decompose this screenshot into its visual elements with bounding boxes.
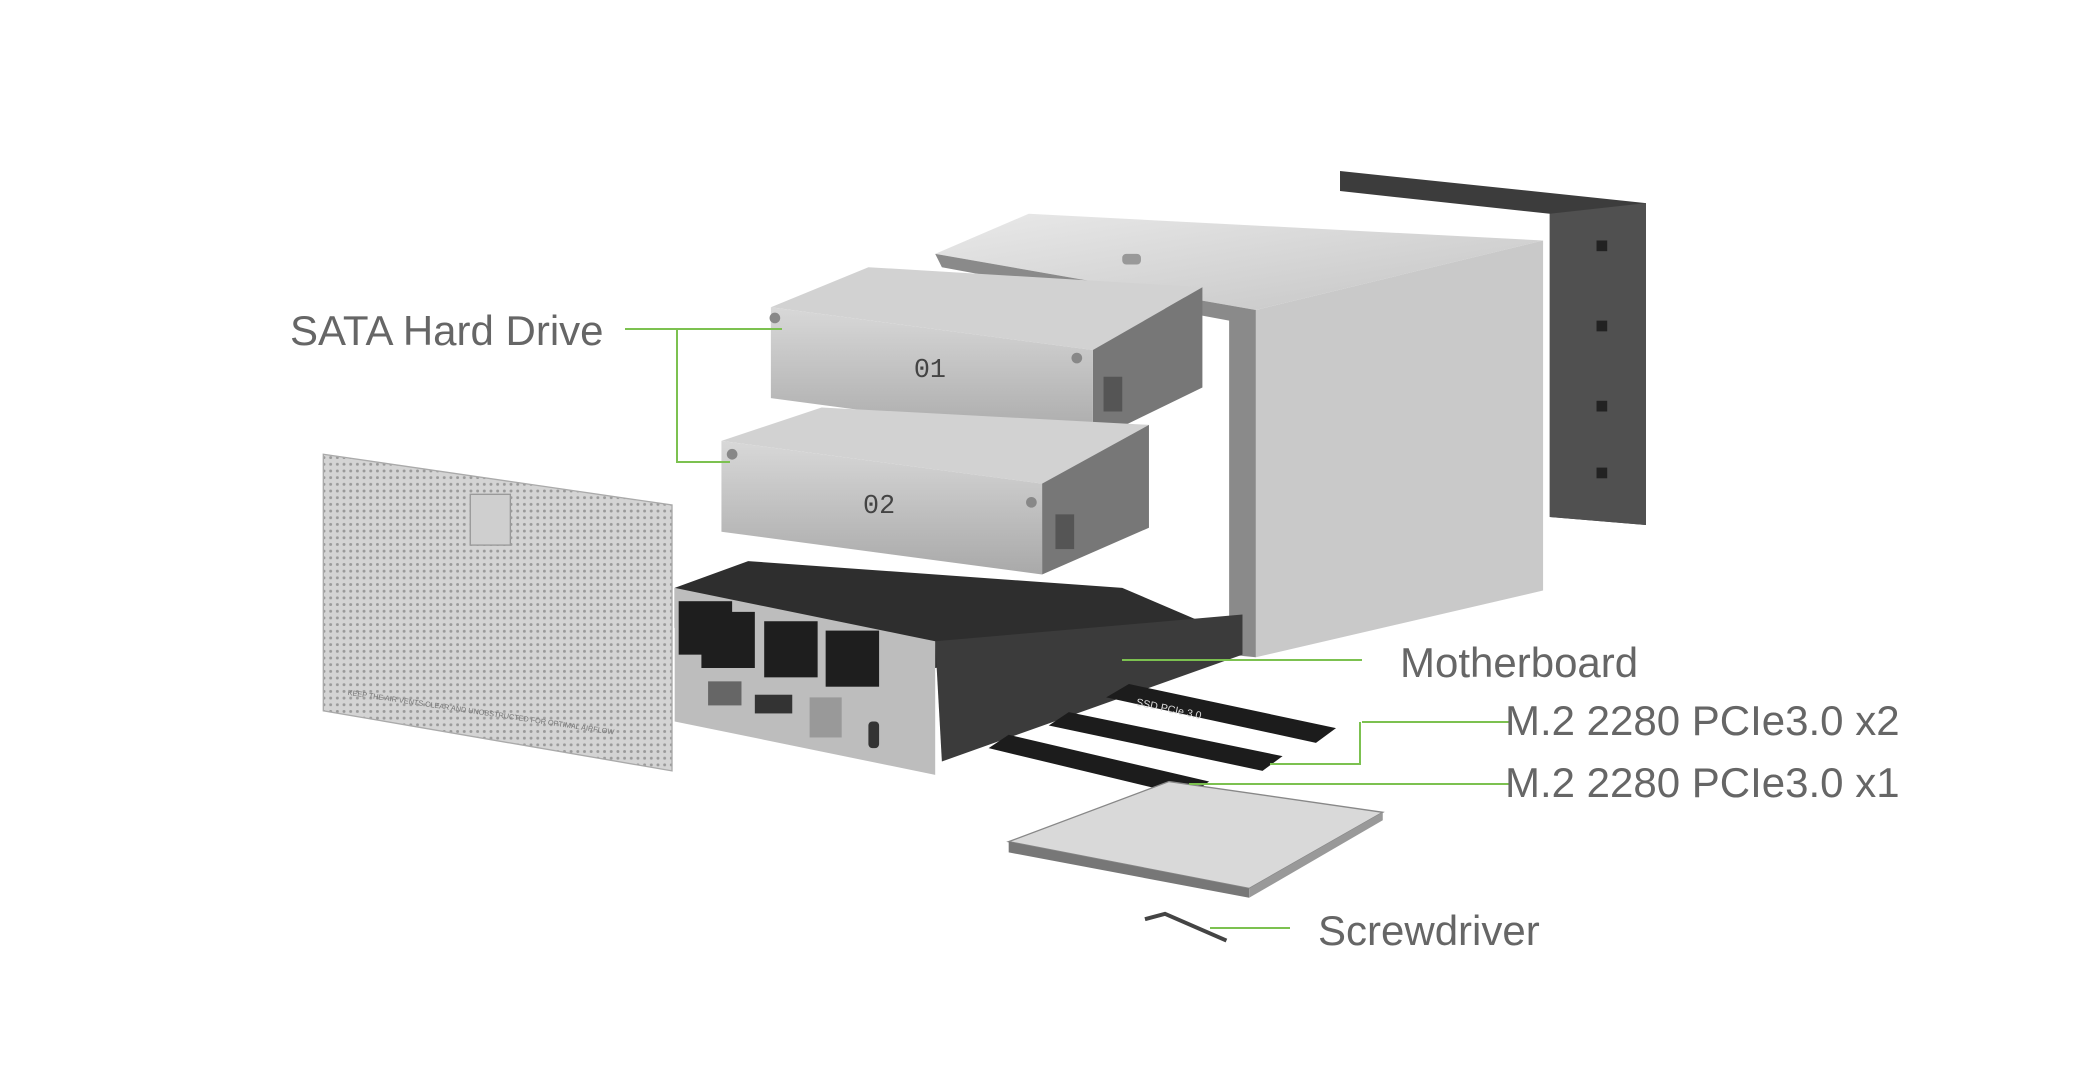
aluminum-enclosure bbox=[935, 213, 1544, 658]
sata-hard-drive-02: 02 bbox=[721, 407, 1149, 575]
mesh-side-panel: KEEP THE AIR VENTS CLEAR AND UNOBSTRUCTE… bbox=[322, 453, 673, 772]
drive-01-label: 01 bbox=[914, 356, 946, 386]
drive-02-label: 02 bbox=[863, 492, 895, 522]
m2-ssds: SSD PCIe 3.0 bbox=[988, 684, 1336, 797]
callout-m2-x2: M.2 2280 PCIe3.0 x2 bbox=[1505, 697, 1900, 744]
callout-screwdriver: Screwdriver bbox=[1318, 907, 1540, 954]
callout-m2-x1: M.2 2280 PCIe3.0 x1 bbox=[1505, 759, 1900, 806]
ssd-heatsink-tray bbox=[1006, 780, 1385, 898]
callout-motherboard: Motherboard bbox=[1400, 639, 1639, 686]
screwdriver bbox=[1144, 911, 1228, 943]
rear-fan-panel bbox=[1340, 171, 1646, 526]
motherboard bbox=[674, 561, 1243, 775]
leader-lines bbox=[625, 328, 1510, 929]
sata-hard-drive-01: 01 bbox=[769, 267, 1203, 441]
callout-sata-hard-drive: SATA Hard Drive bbox=[290, 307, 604, 354]
